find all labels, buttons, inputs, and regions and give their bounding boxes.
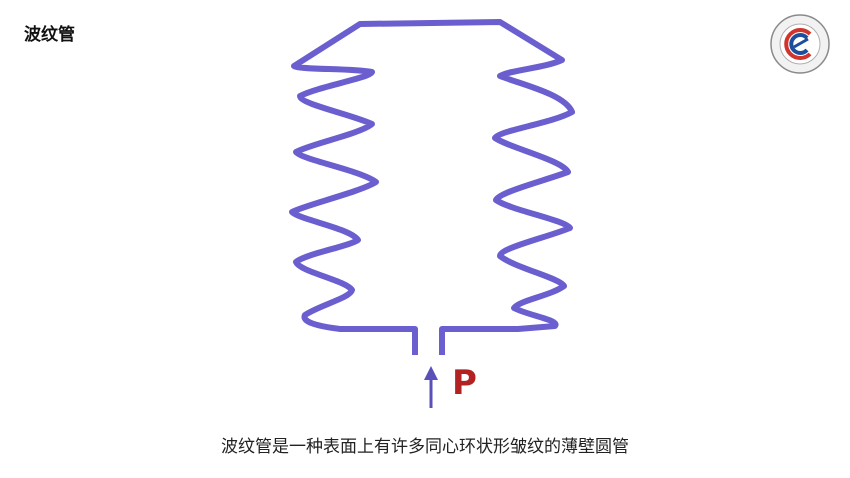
university-seal-icon — [770, 14, 830, 74]
up-arrow-icon — [424, 366, 438, 408]
slide-title: 波纹管 — [24, 25, 75, 45]
bellows-outline — [289, 19, 575, 355]
slide-caption: 波纹管是一种表面上有许多同心环状形皱纹的薄壁圆管 — [221, 437, 629, 457]
pressure-label: P — [452, 363, 477, 403]
